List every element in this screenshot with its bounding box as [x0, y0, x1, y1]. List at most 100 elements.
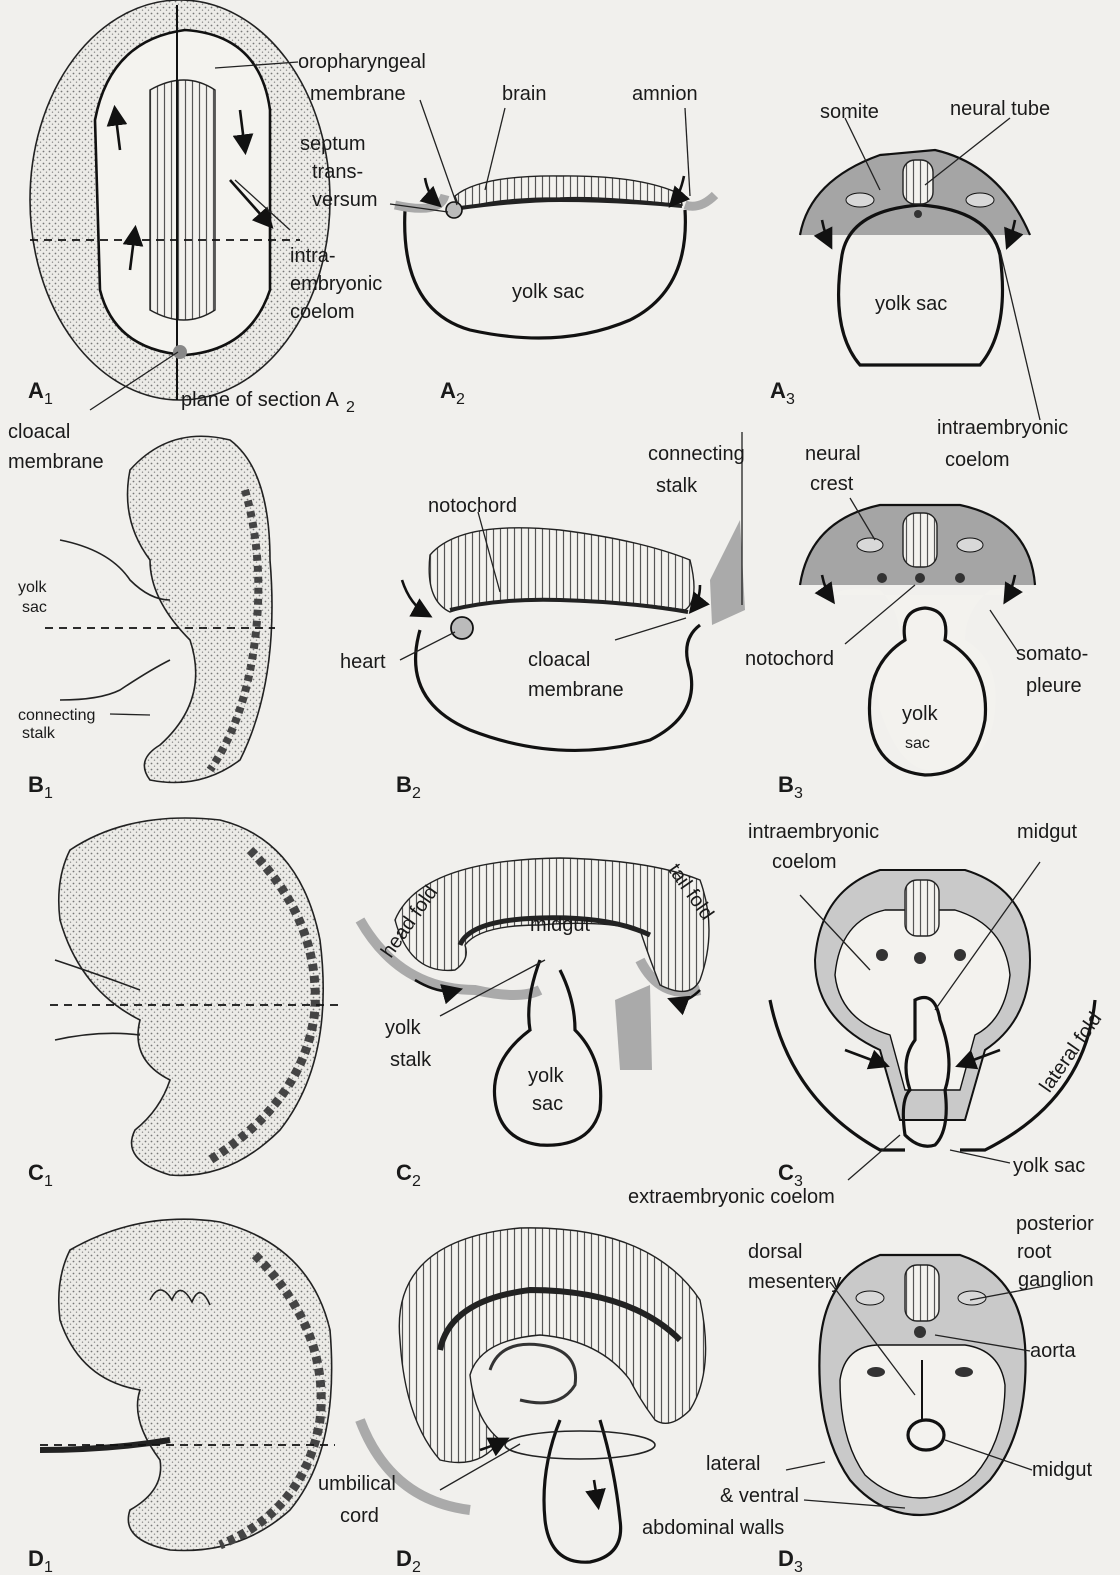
panel-label-d3: D	[778, 1546, 794, 1571]
label-cord: cord	[340, 1505, 379, 1527]
panel-sub-d3: 3	[794, 1559, 803, 1575]
panel-sub-a3: 3	[786, 391, 795, 408]
label-aorta: aorta	[1030, 1340, 1076, 1362]
label-d3-midgut: midgut	[1032, 1459, 1092, 1481]
label-b1-stalk: stalk	[22, 725, 56, 742]
label-b3-sac: sac	[905, 735, 930, 752]
panel-sub-a2: 2	[456, 391, 465, 408]
panel-label-a1: A	[28, 378, 44, 403]
label-versum: versum	[312, 189, 378, 211]
panel-sub-b3: 3	[794, 785, 803, 802]
label-brain: brain	[502, 83, 546, 105]
label-heart: heart	[340, 651, 386, 673]
label-crest: crest	[810, 473, 854, 495]
label-c3-midgut: midgut	[1017, 821, 1077, 843]
label-embryonic: embryonic	[290, 273, 382, 295]
label-b2-notochord: notochord	[428, 495, 517, 517]
label-b2-cloacal: cloacal	[528, 649, 590, 671]
c2-yolk-sac	[494, 960, 600, 1145]
d1-embryo-lateral-view	[40, 1219, 335, 1550]
label-neural: neural	[805, 443, 861, 465]
label-b3-yolk: yolk	[902, 703, 939, 725]
label-oropharyngeal: oropharyngeal	[298, 51, 426, 73]
label-b3-notochord: notochord	[745, 648, 834, 670]
label-umbilical: umbilical	[318, 1473, 396, 1495]
label-intraembryonic: intraembryonic	[937, 417, 1068, 439]
panel-sub-c3: 3	[794, 1173, 803, 1190]
a1-cloacal-membrane	[173, 345, 187, 359]
label-b2-membrane: membrane	[528, 679, 624, 701]
label-amnion: amnion	[632, 83, 698, 105]
label-c2-sac: sac	[532, 1093, 563, 1115]
label-b1-sac: sac	[22, 599, 47, 616]
panel-label-b1: B	[28, 772, 44, 797]
c3-transverse-section	[770, 870, 1095, 1150]
label-neural-tube: neural tube	[950, 98, 1050, 120]
label-c2-yolk: yolk	[528, 1065, 565, 1087]
d2-embryo	[399, 1228, 705, 1463]
label-b1-connecting: connecting	[18, 707, 95, 724]
label-yolk-stalk-1: yolk	[385, 1017, 422, 1039]
panel-sub-b2: 2	[412, 785, 421, 802]
panel-sub-a1: 1	[44, 391, 53, 408]
label-b1-yolk: yolk	[18, 579, 47, 596]
label-connecting: connecting	[648, 443, 745, 465]
label-intra: intra-	[290, 245, 336, 267]
a1-embryo-dorsal-view	[30, 0, 330, 400]
a2-sagittal-section	[395, 176, 715, 338]
a3-transverse-section	[800, 150, 1030, 365]
label-dorsal: dorsal	[748, 1241, 802, 1263]
panel-label-a2: A	[440, 378, 456, 403]
label-lateral-fold: lateral fold	[1035, 1008, 1106, 1096]
label-posterior: posterior	[1016, 1213, 1094, 1235]
panel-label-b2: B	[396, 772, 412, 797]
label-cloacal: cloacal	[8, 421, 70, 443]
panel-sub-b1: 1	[44, 785, 53, 802]
label-c3-intraembryonic: intraembryonic	[748, 821, 879, 843]
label-a3-yolk-sac: yolk sac	[875, 293, 947, 315]
b1-embryo-lateral-view	[45, 436, 275, 782]
label-root: root	[1017, 1241, 1052, 1263]
a1-neural-plate	[150, 80, 215, 320]
label-oropharyngeal-membrane: membrane	[310, 83, 406, 105]
b2-sagittal-section	[402, 520, 745, 750]
panel-label-b3: B	[778, 772, 794, 797]
label-plane-sub: 2	[346, 399, 355, 416]
panel-label-d2: D	[396, 1546, 412, 1571]
panel-label-c3: C	[778, 1160, 794, 1185]
panel-sub-d1: 1	[44, 1559, 53, 1575]
label-somato: somato-	[1016, 643, 1088, 665]
label-coelom: coelom	[290, 301, 354, 323]
label-cloacal-membrane: membrane	[8, 451, 104, 473]
label-mesentery: mesentery	[748, 1271, 841, 1293]
label-somite: somite	[820, 101, 879, 123]
c1-embryo-lateral-view	[50, 818, 340, 1175]
panel-label-a3: A	[770, 378, 786, 403]
label-a3-coelom: coelom	[945, 449, 1009, 471]
label-abdominal-walls: abdominal walls	[642, 1517, 784, 1539]
label-septum: septum	[300, 133, 366, 155]
label-plane-of-section: plane of section A	[181, 389, 340, 411]
label-pleure: pleure	[1026, 675, 1082, 697]
label-c3-yolk-sac: yolk sac	[1013, 1155, 1085, 1177]
label-extraembryonic-coelom: extraembryonic coelom	[628, 1186, 835, 1208]
panel-label-d1: D	[28, 1546, 44, 1571]
d2-yolk-sac	[544, 1420, 621, 1562]
label-c2-midgut: midgut	[530, 914, 590, 936]
d2-sagittal-section	[360, 1228, 706, 1562]
b3-neural-tube	[903, 513, 937, 567]
label-c3-coelom: coelom	[772, 851, 836, 873]
label-and-ventral: & ventral	[720, 1485, 799, 1507]
label-trans: trans-	[312, 161, 363, 183]
d3-transverse-section	[819, 1255, 1025, 1515]
panel-sub-c2: 2	[412, 1173, 421, 1190]
a2-yolk-sac-outline	[405, 210, 686, 338]
panel-label-c1: C	[28, 1160, 44, 1185]
panel-sub-d2: 2	[412, 1559, 421, 1575]
label-yolk-stalk-2: stalk	[390, 1049, 432, 1071]
label-lateral: lateral	[706, 1453, 760, 1475]
label-stalk: stalk	[656, 475, 698, 497]
label-a2-yolk-sac: yolk sac	[512, 281, 584, 303]
